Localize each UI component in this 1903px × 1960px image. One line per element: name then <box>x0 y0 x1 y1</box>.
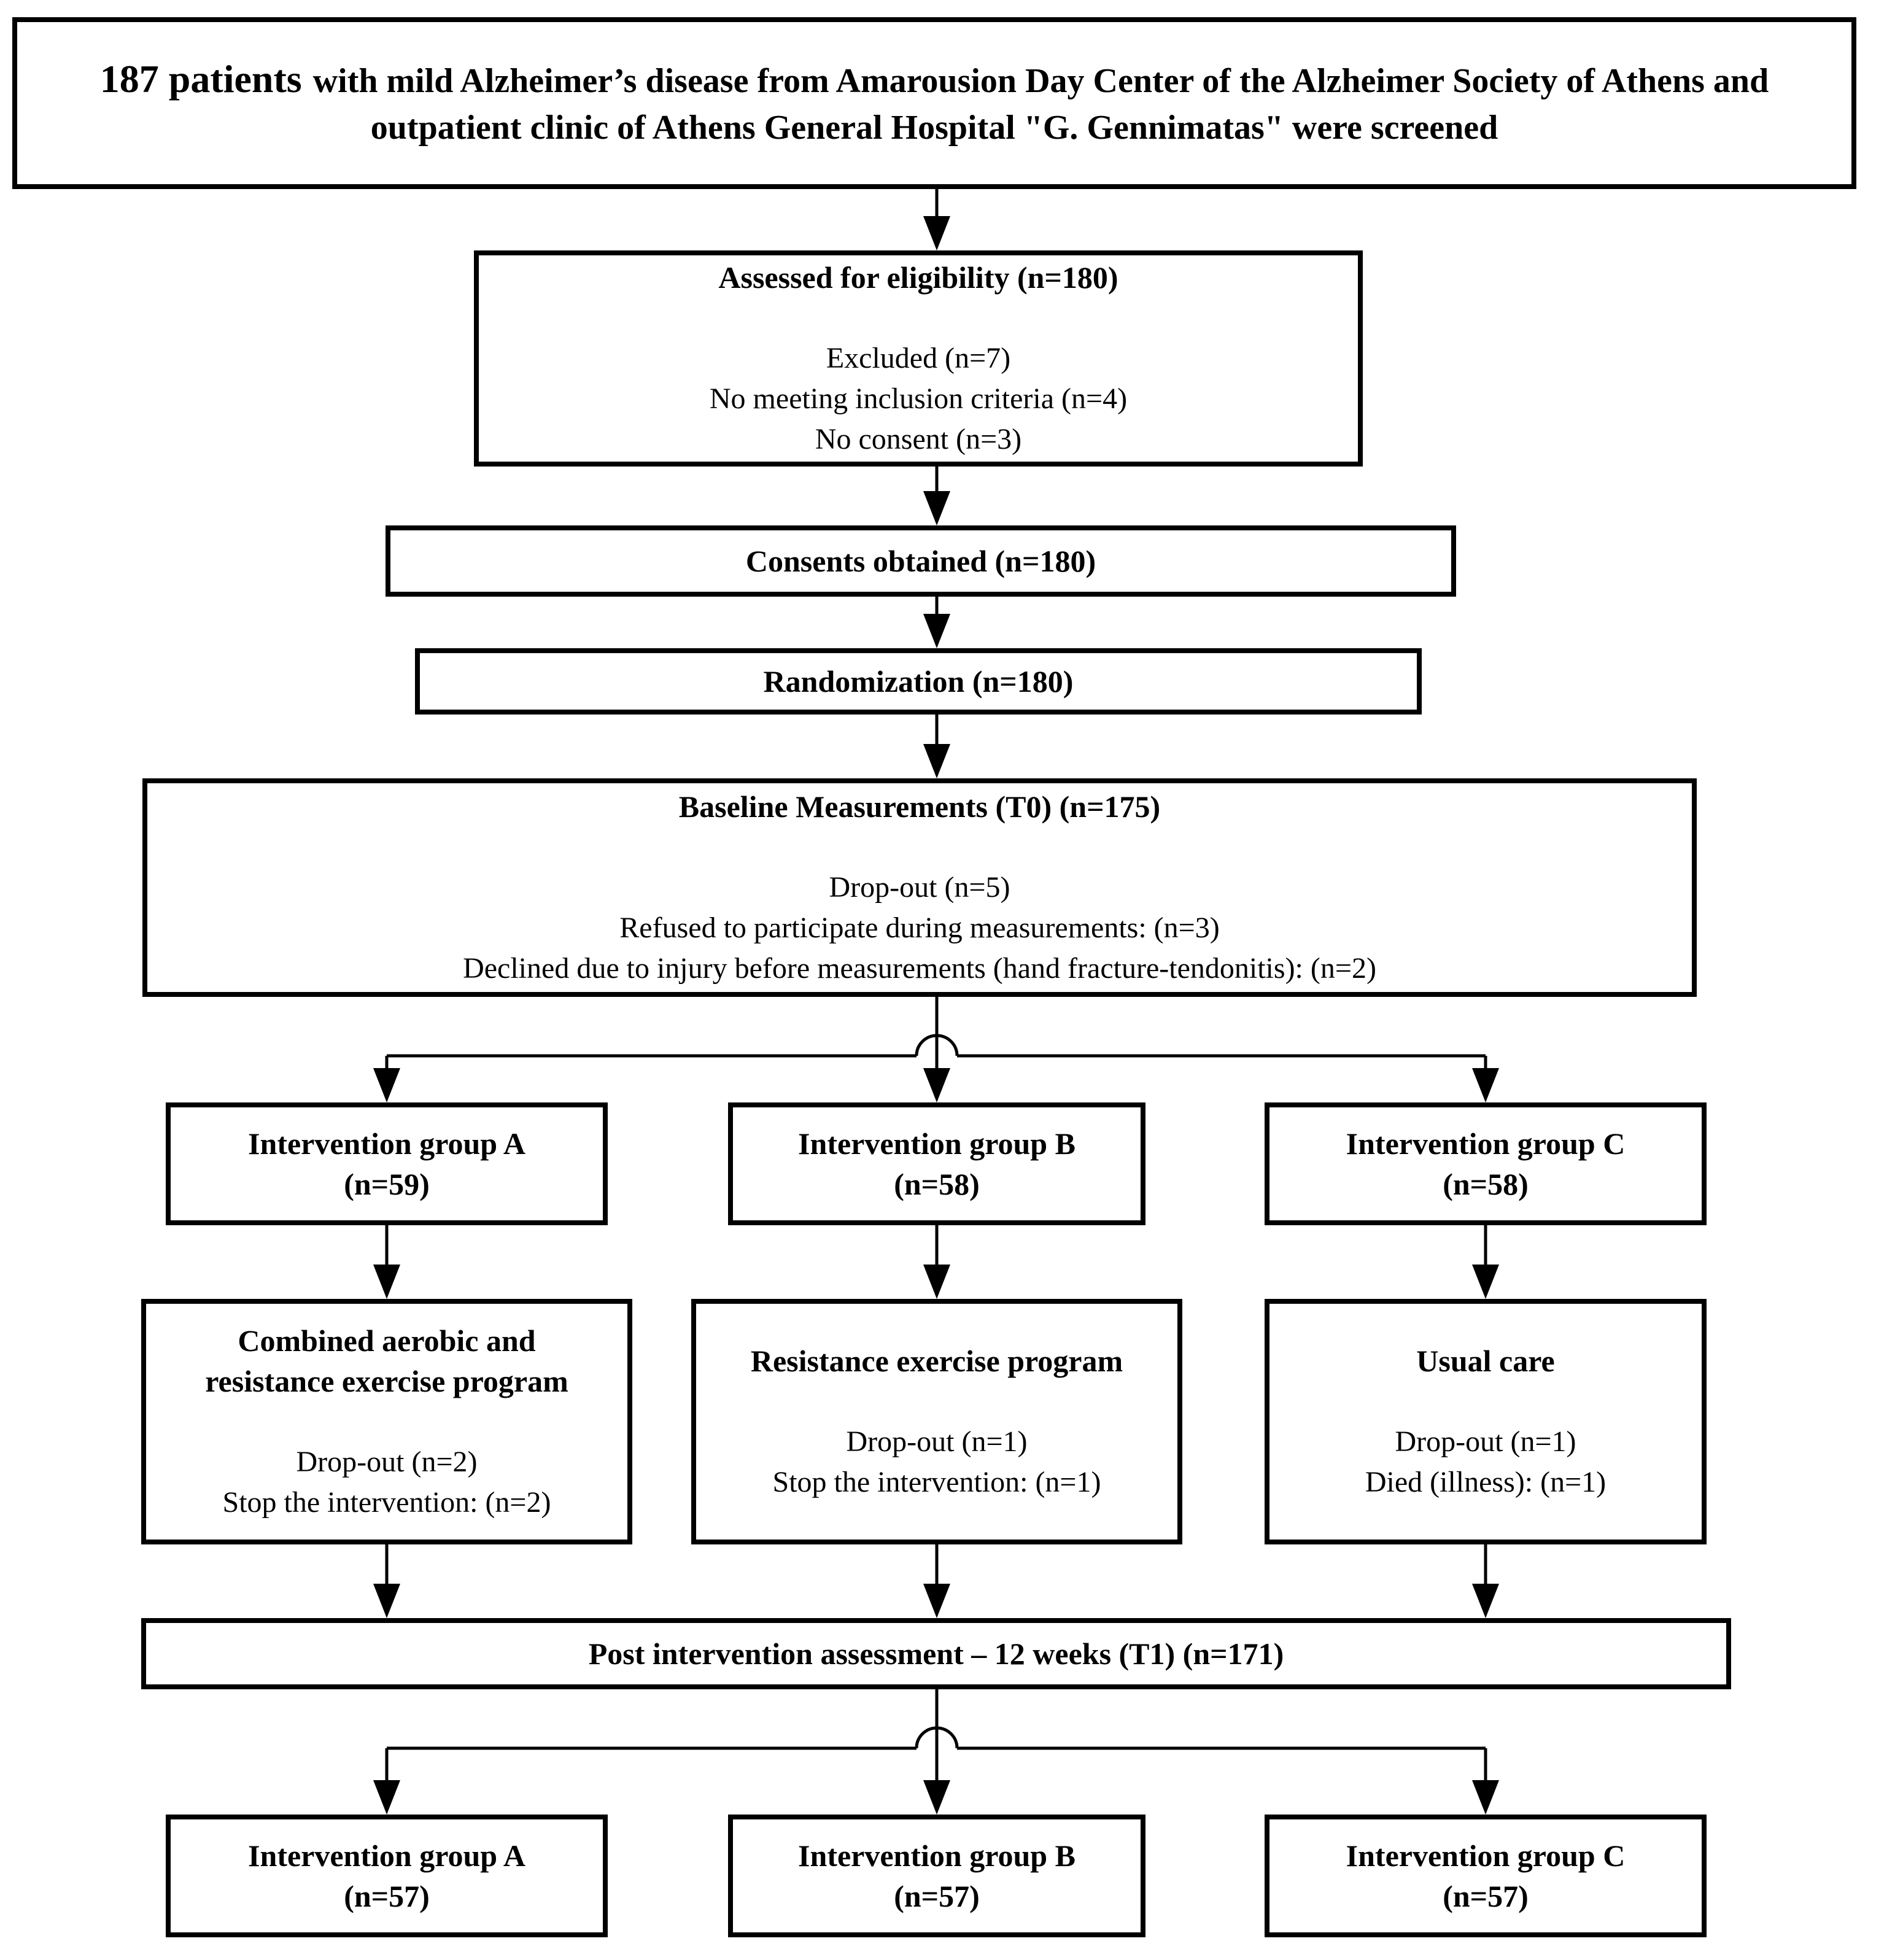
screened-count: 187 patients <box>99 56 302 101</box>
program-c-detail: Drop-out (n=1) <box>1395 1425 1576 1458</box>
line-hop-arc <box>915 1726 959 1749</box>
program-a-detail: Drop-out (n=2) <box>296 1446 478 1478</box>
screened-line-2: outpatient clinic of Athens General Hosp… <box>370 108 1498 147</box>
box-consents-obtained: Consents obtained (n=180) <box>386 525 1456 597</box>
arrow-group-c-to-program-c <box>1472 1225 1499 1299</box>
assessed-detail: Excluded (n=7) <box>826 342 1011 374</box>
program-a-title: Combined aerobic and <box>238 1323 536 1358</box>
box-program-resistance-exercise: Resistance exercise program Drop-out (n=… <box>691 1299 1182 1544</box>
box-final-group-b: Intervention group B (n=57) <box>728 1815 1145 1937</box>
split-post-to-final-groups <box>373 1689 1499 1815</box>
program-b-detail: Drop-out (n=1) <box>846 1425 1028 1458</box>
assessed-detail: No meeting inclusion criteria (n=4) <box>709 382 1128 415</box>
arrow-program-a-to-post <box>373 1544 400 1618</box>
final-c-title: Intervention group C <box>1346 1838 1626 1873</box>
group-c-title: Intervention group C <box>1346 1126 1626 1161</box>
baseline-detail: Drop-out (n=5) <box>829 871 1010 904</box>
box-intervention-group-c: Intervention group C (n=58) <box>1265 1102 1707 1225</box>
box-final-group-c: Intervention group C (n=57) <box>1265 1815 1707 1937</box>
box-screened: 187 patients with mild Alzheimer’s diseas… <box>12 17 1856 189</box>
arrowhead-icon <box>923 1584 950 1618</box>
arrowhead-icon <box>373 1068 400 1102</box>
arrowhead-icon <box>923 614 950 648</box>
baseline-detail: Declined due to injury before measuremen… <box>463 952 1376 985</box>
assessed-detail: No consent (n=3) <box>815 423 1022 455</box>
final-b-count: (n=57) <box>894 1879 980 1913</box>
arrowhead-icon <box>923 1068 950 1102</box>
arrowhead-icon <box>373 1780 400 1815</box>
box-baseline-measurements: Baseline Measurements (T0) (n=175) Drop-… <box>142 778 1697 997</box>
arrowhead-icon <box>923 1265 950 1299</box>
arrow-screened-to-assessed <box>923 189 950 250</box>
group-a-count: (n=59) <box>344 1167 430 1201</box>
arrowhead-icon <box>923 744 950 778</box>
group-c-count: (n=58) <box>1443 1167 1529 1201</box>
post-title: Post intervention assessment – 12 weeks … <box>588 1637 1284 1671</box>
program-b-detail: Stop the intervention: (n=1) <box>772 1466 1101 1498</box>
arrow-group-b-to-program-b <box>923 1225 950 1299</box>
box-intervention-group-a: Intervention group A (n=59) <box>166 1102 608 1225</box>
final-a-title: Intervention group A <box>248 1838 525 1873</box>
box-randomization: Randomization (n=180) <box>415 648 1422 715</box>
box-post-intervention-assessment: Post intervention assessment – 12 weeks … <box>141 1618 1731 1689</box>
consents-title: Consents obtained (n=180) <box>745 544 1096 578</box>
final-c-count: (n=57) <box>1443 1879 1529 1913</box>
program-b-title: Resistance exercise program <box>750 1344 1123 1378</box>
randomization-title: Randomization (n=180) <box>763 664 1074 699</box>
arrowhead-icon <box>1472 1265 1499 1299</box>
arrowhead-icon <box>1472 1068 1499 1102</box>
line-hop-arc <box>915 1034 959 1056</box>
arrow-group-a-to-program-a <box>373 1225 400 1299</box>
screened-line-1-text: with mild Alzheimer’s disease from Amaro… <box>312 61 1769 100</box>
box-program-usual-care: Usual care Drop-out (n=1) Died (illness)… <box>1265 1299 1707 1544</box>
arrowhead-icon <box>373 1265 400 1299</box>
arrowhead-icon <box>923 491 950 525</box>
program-a-detail: Stop the intervention: (n=2) <box>222 1486 551 1519</box>
box-final-group-a: Intervention group A (n=57) <box>166 1815 608 1937</box>
box-intervention-group-b: Intervention group B (n=58) <box>728 1102 1145 1225</box>
arrowhead-icon <box>923 216 950 250</box>
arrowhead-icon <box>923 1780 950 1815</box>
arrow-program-c-to-post <box>1472 1544 1499 1618</box>
box-program-combined-exercise: Combined aerobic and resistance exercise… <box>141 1299 632 1544</box>
arrow-consents-to-randomization <box>923 597 950 648</box>
group-a-title: Intervention group A <box>248 1126 525 1161</box>
assessed-title: Assessed for eligibility (n=180) <box>718 260 1118 295</box>
group-b-title: Intervention group B <box>798 1126 1076 1161</box>
program-c-title: Usual care <box>1416 1344 1555 1378</box>
program-a-title: resistance exercise program <box>205 1364 568 1398</box>
screened-line-1: 187 patients with mild Alzheimer’s diseas… <box>100 56 1769 104</box>
final-a-count: (n=57) <box>344 1879 430 1913</box>
arrowhead-icon <box>1472 1780 1499 1815</box>
split-baseline-to-groups <box>373 997 1499 1102</box>
box-assessed-eligibility: Assessed for eligibility (n=180) Exclude… <box>474 250 1363 467</box>
arrow-randomization-to-baseline <box>923 715 950 778</box>
group-b-count: (n=58) <box>894 1167 980 1201</box>
baseline-detail: Refused to participate during measuremen… <box>619 912 1220 944</box>
arrow-program-b-to-post <box>923 1544 950 1618</box>
arrowhead-icon <box>373 1584 400 1618</box>
baseline-title: Baseline Measurements (T0) (n=175) <box>678 789 1161 824</box>
program-c-detail: Died (illness): (n=1) <box>1365 1466 1607 1498</box>
final-b-title: Intervention group B <box>798 1838 1076 1873</box>
arrow-assessed-to-consents <box>923 467 950 525</box>
arrowhead-icon <box>1472 1584 1499 1618</box>
